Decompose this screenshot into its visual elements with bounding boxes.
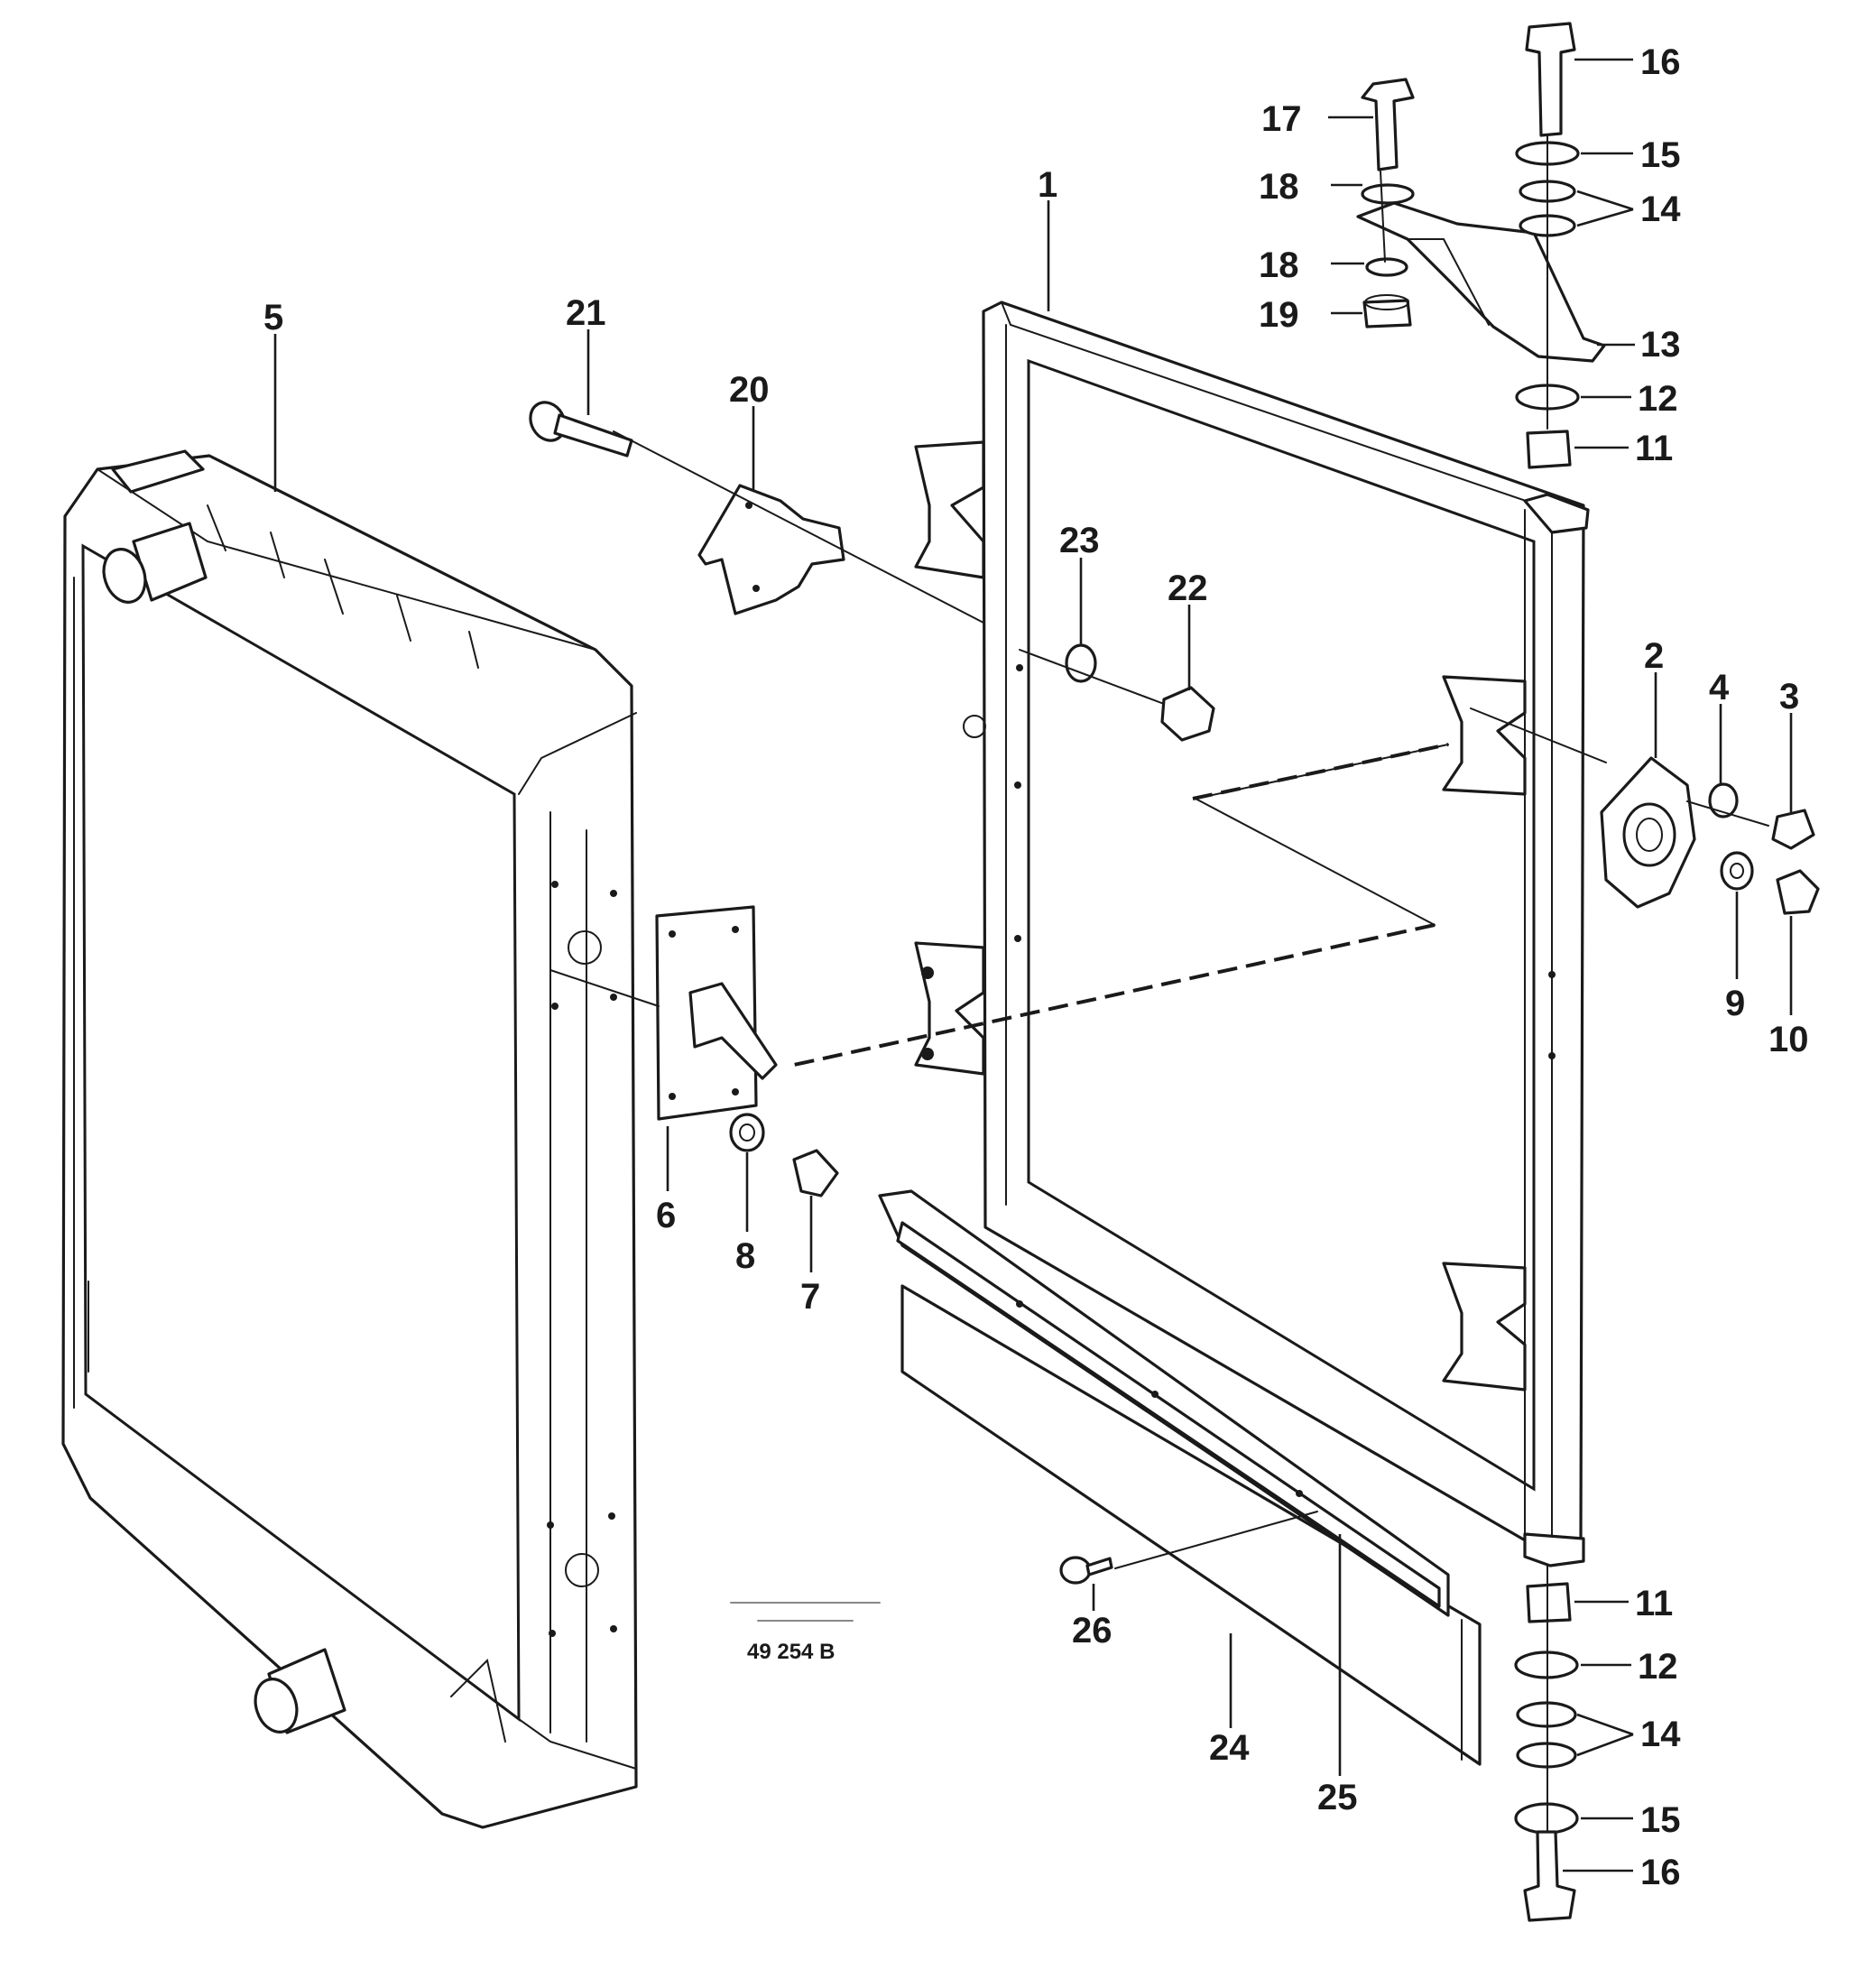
label-1: 1 [1038,165,1057,205]
assembly-lines [549,134,1769,1833]
spacer-11-bottom [1526,1582,1572,1623]
nut-22 [1160,686,1215,742]
label-23: 23 [1059,521,1100,560]
label-13: 13 [1640,325,1681,365]
spacer-11-top [1526,430,1572,469]
washer-4 [1708,782,1739,818]
cover-plate-24 [900,1284,1482,1766]
washer-8 [729,1113,765,1152]
label-6: 6 [656,1196,676,1235]
stay-bracket-13 [1356,201,1606,363]
label-16-bottom: 16 [1640,1853,1681,1892]
label-9: 9 [1725,984,1745,1023]
part-labels: 1 2 3 4 5 6 7 8 9 10 11 11 12 12 13 14 1… [263,42,1809,1892]
radiator-frame [914,301,1590,1567]
label-20: 20 [729,370,770,410]
bolt-17 [1361,78,1415,171]
label-25: 25 [1317,1778,1358,1817]
reference-code: 49 254 B [747,1640,835,1664]
label-17: 17 [1261,99,1302,139]
nut-3 [1771,809,1815,850]
rubber-mount-2 [1600,756,1696,909]
label-14-bottom: 14 [1640,1715,1681,1754]
label-18-a: 18 [1259,167,1299,207]
label-26: 26 [1072,1611,1113,1651]
washer-18-lower [1365,257,1408,277]
label-7: 7 [800,1277,820,1317]
label-10: 10 [1768,1020,1809,1059]
nut-7 [792,1149,839,1197]
bracket-20 [697,484,845,615]
label-14-top: 14 [1640,190,1681,229]
nut-10 [1776,869,1820,915]
label-5: 5 [263,298,283,337]
label-19: 19 [1259,295,1299,335]
screw-26 [1059,1556,1113,1585]
reference-block: 49 254 B [730,1602,881,1664]
label-16-top: 16 [1640,42,1681,82]
label-18-b: 18 [1259,245,1299,285]
radiator-lower-hose-pipe [254,1648,346,1734]
label-15-top: 15 [1640,135,1681,175]
label-11-top: 11 [1635,429,1673,468]
label-12-top: 12 [1638,379,1678,419]
bolt-21 [529,401,633,458]
label-22: 22 [1168,569,1208,608]
radiator-upper-hose-pipe [102,522,208,604]
bolt-16-bottom [1523,1830,1576,1922]
cover-strip-25 [878,1189,1450,1617]
label-3: 3 [1779,677,1799,717]
label-15-bottom: 15 [1640,1800,1681,1840]
washer-18-top [1361,183,1415,205]
label-21: 21 [566,293,606,333]
label-2: 2 [1644,636,1664,676]
label-12-bottom: 12 [1638,1647,1678,1687]
label-8: 8 [735,1236,755,1276]
label-24: 24 [1209,1728,1250,1768]
washer-9 [1720,851,1754,891]
radiator-fill-cap [111,449,205,494]
label-11-bottom: 11 [1635,1584,1673,1623]
label-4: 4 [1709,668,1730,707]
radiator-core [61,454,638,1829]
bolt-16-top [1525,22,1576,137]
mounting-bracket-6 [655,905,778,1121]
nut-19 [1362,294,1412,328]
leader-lines [273,58,1793,1872]
